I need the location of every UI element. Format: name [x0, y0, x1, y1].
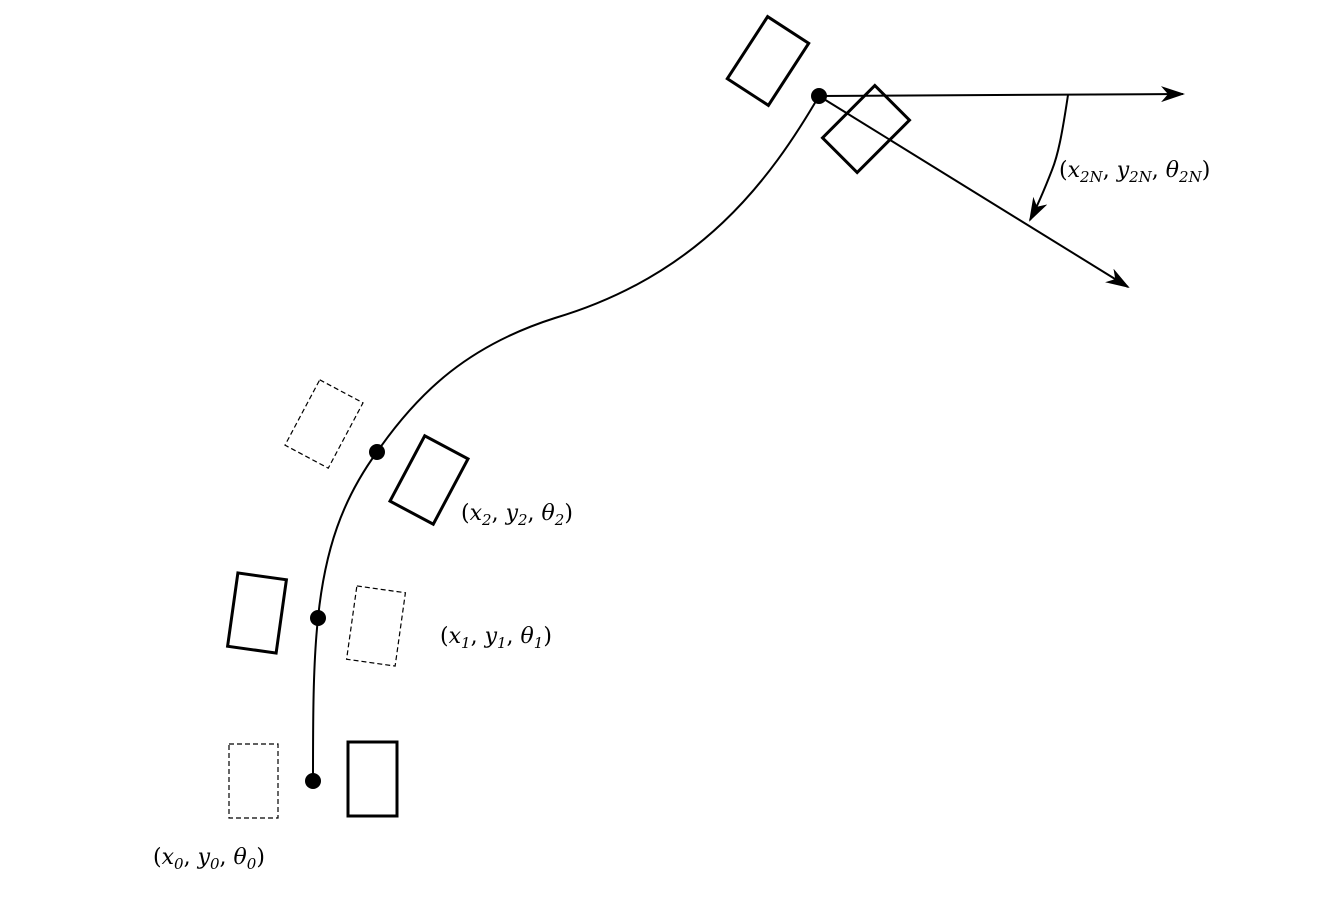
reference-axis-arrow — [818, 86, 1185, 103]
pose-2N-box-upper — [725, 14, 811, 108]
pose-label-2N: (x2N, y2N, θ2N) — [1059, 158, 1210, 186]
waypoint-dot-0 — [305, 773, 321, 789]
pose-2-box-solid — [387, 433, 471, 527]
heading-axis-arrow — [818, 95, 1130, 289]
pose-1-box-dashed — [345, 585, 407, 667]
pose-label-1: (x1, y1, θ1) — [440, 624, 552, 652]
waypoint-dot-1 — [310, 610, 326, 626]
heading-angle-arc — [1029, 94, 1069, 222]
pose-0-box-dashed — [228, 743, 279, 819]
trajectory-curve — [312, 95, 820, 782]
pose-2N-box-lower — [820, 83, 912, 175]
waypoint-dot-2 — [369, 444, 385, 460]
pose-label-2: (x2, y2, θ2) — [461, 501, 573, 529]
pose-label-0: (x0, y0, θ0) — [153, 845, 265, 873]
pose-0-box-solid — [346, 740, 399, 818]
pose-2-box-dashed — [284, 379, 364, 469]
pose-1-box-solid — [225, 571, 289, 655]
